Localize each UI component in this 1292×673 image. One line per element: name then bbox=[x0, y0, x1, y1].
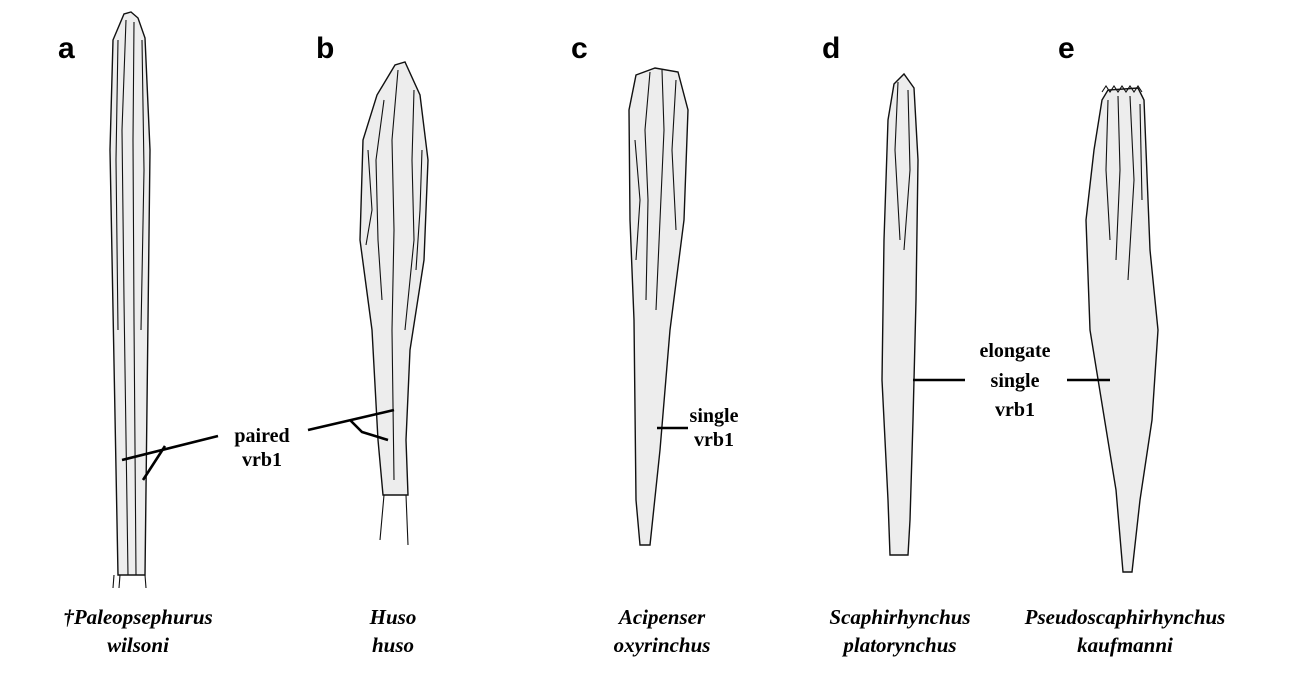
bone-illustration-c bbox=[629, 68, 688, 545]
label-elongate-line1: elongate bbox=[979, 340, 1050, 362]
label-elongate-line2: single bbox=[991, 370, 1040, 392]
species-e-epithet: kaufmanni bbox=[1077, 633, 1173, 657]
species-a-epithet: wilsoni bbox=[107, 633, 169, 657]
species-a-genus: †Paleopsephurus bbox=[63, 605, 212, 629]
panel-letter-d: d bbox=[822, 32, 840, 65]
panel-letter-a: a bbox=[58, 32, 75, 65]
label-elongate-line3: vrb1 bbox=[995, 399, 1035, 421]
species-c-genus: Acipenser bbox=[617, 605, 706, 629]
label-paired-line1: paired bbox=[234, 425, 289, 447]
species-e-genus: Pseudoscaphirhynchus bbox=[1024, 605, 1226, 629]
panel-letter-c: c bbox=[571, 32, 588, 65]
species-b-genus: Huso bbox=[369, 605, 417, 629]
bone-illustration-d bbox=[882, 74, 918, 555]
bone-illustration-e bbox=[1086, 86, 1158, 572]
label-single-line1: single bbox=[690, 405, 739, 427]
species-c-epithet: oxyrinchus bbox=[614, 633, 711, 657]
label-single-line2: vrb1 bbox=[694, 429, 734, 451]
species-d-genus: Scaphirhynchus bbox=[829, 605, 970, 629]
label-paired-line2: vrb1 bbox=[242, 449, 282, 471]
panel-letter-e: e bbox=[1058, 32, 1075, 65]
species-d-epithet: platorynchus bbox=[841, 633, 956, 657]
panel-letter-b: b bbox=[316, 32, 334, 65]
bone-illustration-b bbox=[360, 62, 428, 545]
bone-illustration-a bbox=[110, 12, 150, 588]
species-b-epithet: huso bbox=[372, 633, 414, 657]
